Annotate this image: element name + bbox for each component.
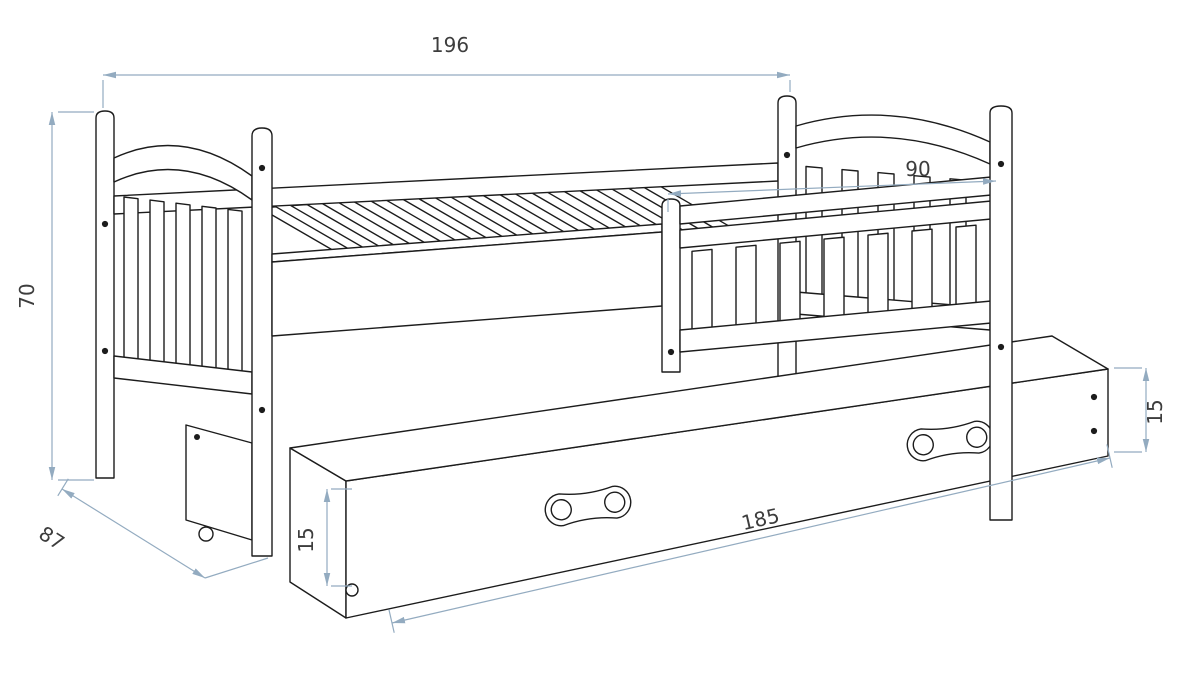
dimension-drawer-height-side xyxy=(1114,367,1150,453)
headboard xyxy=(113,144,253,395)
dimension-depth xyxy=(57,478,269,579)
dimension-height-overall xyxy=(48,111,94,481)
drawer-top-rim xyxy=(289,335,1109,482)
storage-drawer xyxy=(289,335,1109,619)
dimension-guard-rail xyxy=(667,178,997,212)
dimension-labels: 196 70 87 90 15 15 185 xyxy=(15,33,1167,555)
label-drawer-height-front: 15 xyxy=(294,527,318,552)
dimension-drawer-height-front xyxy=(323,488,352,587)
bed-drawing xyxy=(95,95,1109,619)
label-depth: 87 xyxy=(35,521,69,555)
rear-left-post xyxy=(95,110,115,479)
label-height-overall: 70 xyxy=(15,283,39,308)
label-length-overall: 196 xyxy=(431,33,469,57)
front-left-post xyxy=(251,127,273,557)
guard-rail xyxy=(661,175,1003,373)
dimension-lines xyxy=(48,71,1150,633)
label-guard-rail: 90 xyxy=(905,157,930,181)
label-drawer-height-side: 15 xyxy=(1143,399,1167,424)
drawer-handle xyxy=(906,420,994,462)
caster-wheel xyxy=(198,526,214,542)
dimension-drawer-length xyxy=(388,444,1113,633)
guard-rail-post xyxy=(661,198,681,373)
front-side-rail xyxy=(271,223,663,337)
front-right-post xyxy=(989,105,1013,521)
drawer-side-panel xyxy=(185,424,253,542)
footboard-arch xyxy=(795,114,991,165)
caster-wheel xyxy=(345,583,359,597)
dimension-length-overall xyxy=(102,71,791,108)
